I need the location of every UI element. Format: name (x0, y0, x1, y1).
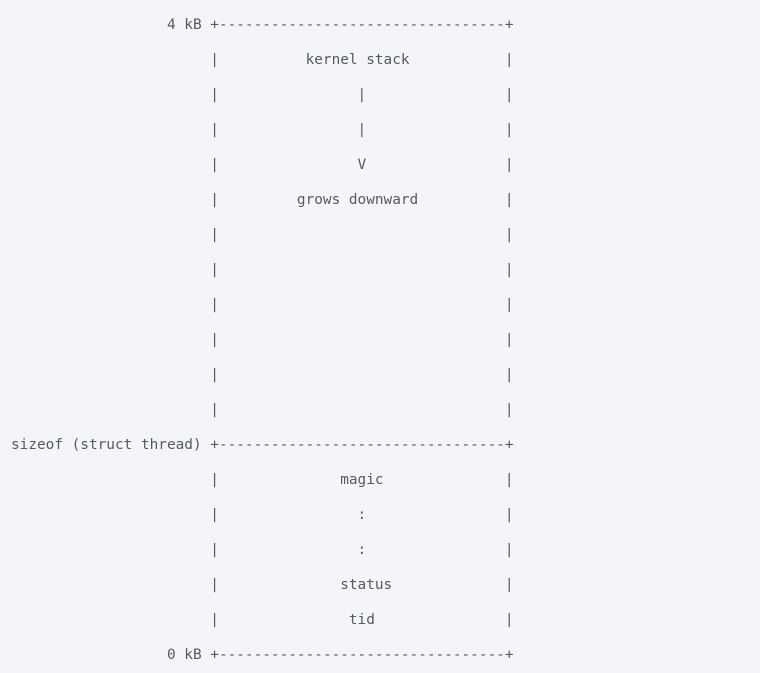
code-line: 4 kB +---------------------------------+ (11, 17, 514, 33)
code-line: | | (11, 402, 514, 418)
code-line: 0 kB +---------------------------------+ (11, 647, 514, 663)
code-line: | | (11, 227, 514, 243)
code-line: | status | (11, 577, 514, 593)
code-line: | kernel stack | (11, 52, 514, 68)
code-line: | | | (11, 87, 514, 103)
thread-memory-layout-diagram: 4 kB +---------------------------------+… (11, 8, 514, 673)
code-line: sizeof (struct thread) +----------------… (11, 437, 514, 453)
code-line: | | (11, 332, 514, 348)
code-line: | V | (11, 157, 514, 173)
code-line: | magic | (11, 472, 514, 488)
code-line: | | (11, 297, 514, 313)
code-line: | tid | (11, 612, 514, 628)
code-line: | : | (11, 542, 514, 558)
code-line: | grows downward | (11, 192, 514, 208)
code-line: | : | (11, 507, 514, 523)
code-line: | | (11, 262, 514, 278)
code-line: | | (11, 367, 514, 383)
code-line: | | | (11, 122, 514, 138)
